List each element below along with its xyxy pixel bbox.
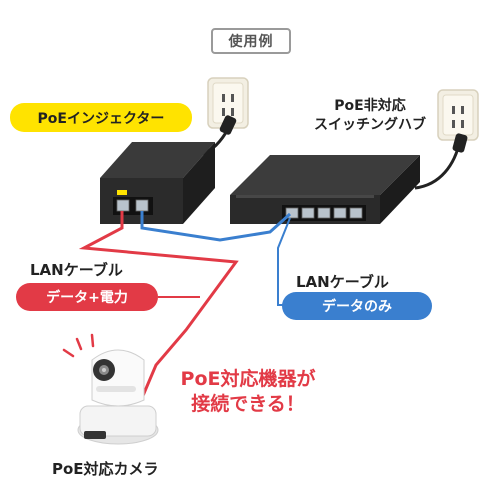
- injector-plug: [219, 115, 237, 135]
- power-outlet-right: [437, 89, 479, 141]
- data-cable-injector-hub: [140, 211, 292, 242]
- hub-label-line-1: PoE非対応: [334, 98, 406, 114]
- power-outlet-left: [207, 77, 249, 129]
- data-cable-pointer: [277, 217, 291, 306]
- callout-line-1: PoE対応機器が: [180, 368, 316, 390]
- poe-camera-label: PoE対応カメラ: [52, 460, 159, 478]
- data-only-badge: データのみ: [282, 292, 432, 320]
- poe-camera-device: [77, 349, 159, 445]
- lan-cable-label-left: LANケーブル: [30, 261, 123, 279]
- callout-line-2: 接続できる！: [191, 393, 305, 415]
- poe-injector-label: PoEインジェクター: [10, 103, 192, 132]
- power-cable-injector-camera: [78, 211, 239, 399]
- switching-hub-label: PoE非対応 スイッチングハブ: [300, 97, 440, 135]
- hub-label-line-2: スイッチングハブ: [314, 117, 426, 133]
- data-power-badge: データ+電力: [16, 283, 158, 311]
- poe-injector-device: [100, 142, 215, 224]
- lan-cable-label-right: LANケーブル: [296, 273, 389, 291]
- switching-hub-device: [230, 155, 420, 224]
- usage-example-label: 使用例: [211, 28, 291, 54]
- camera-emphasis-marks: [62, 333, 95, 358]
- poe-device-callout: PoE対応機器が 接続できる！: [168, 367, 328, 417]
- hub-plug: [452, 133, 468, 153]
